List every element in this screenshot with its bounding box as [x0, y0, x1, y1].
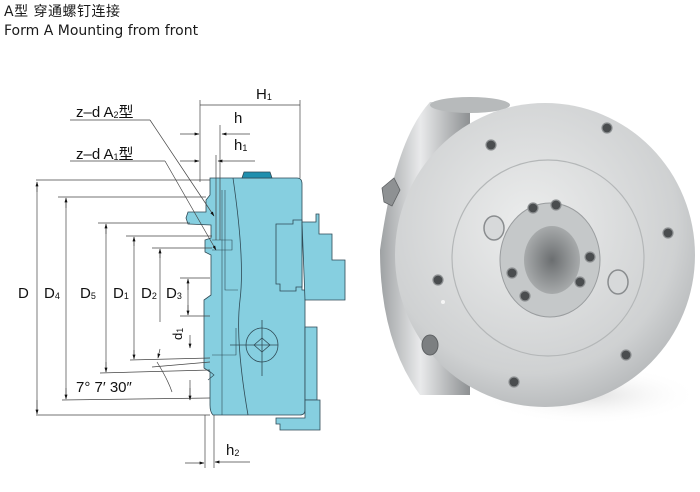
label-h1: h1 — [234, 137, 248, 154]
label-d1: d1 — [170, 327, 185, 340]
dimension-lines — [35, 100, 301, 468]
header: A型 穿通螺钉连接 Form A Mounting from front — [4, 3, 198, 41]
chuck-cross-section — [185, 171, 346, 431]
label-D4: D4 — [44, 285, 60, 302]
label-D3: D3 — [166, 285, 182, 302]
label-D2: D2 — [141, 285, 157, 302]
label-D5: D5 — [80, 285, 96, 302]
label-h2: h2 — [226, 442, 240, 459]
label-zd-A1: z–d A1型 — [76, 146, 134, 163]
label-H1: H1 — [256, 86, 272, 103]
label-angle: 7° 7′ 30″ — [76, 379, 132, 396]
title-chinese: A型 穿通螺钉连接 — [4, 4, 121, 20]
chuck-photo — [380, 97, 700, 425]
label-D1: D1 — [113, 285, 129, 302]
title-english: Form A Mounting from front — [4, 23, 199, 39]
label-h: h — [234, 110, 243, 127]
label-zd-A2: z–d A2型 — [76, 104, 134, 121]
label-D: D — [18, 285, 29, 302]
